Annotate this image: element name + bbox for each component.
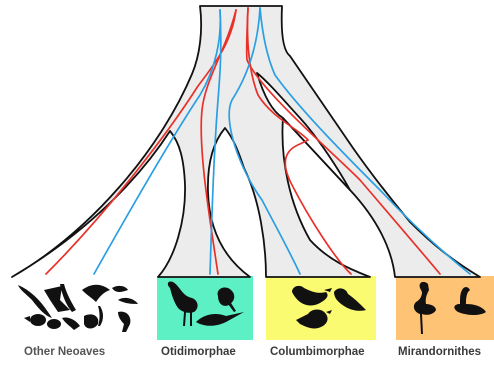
bird-silhouettes-group-icon <box>18 284 138 332</box>
clade-label-columbimorphae: Columbimorphae <box>270 346 365 358</box>
clade-label-other-neoaves: Other Neoaves <box>24 346 105 358</box>
clade-label-otidimorphae: Otidimorphae <box>161 346 236 358</box>
clade-label-mirandornithes: Mirandornithes <box>398 346 481 358</box>
